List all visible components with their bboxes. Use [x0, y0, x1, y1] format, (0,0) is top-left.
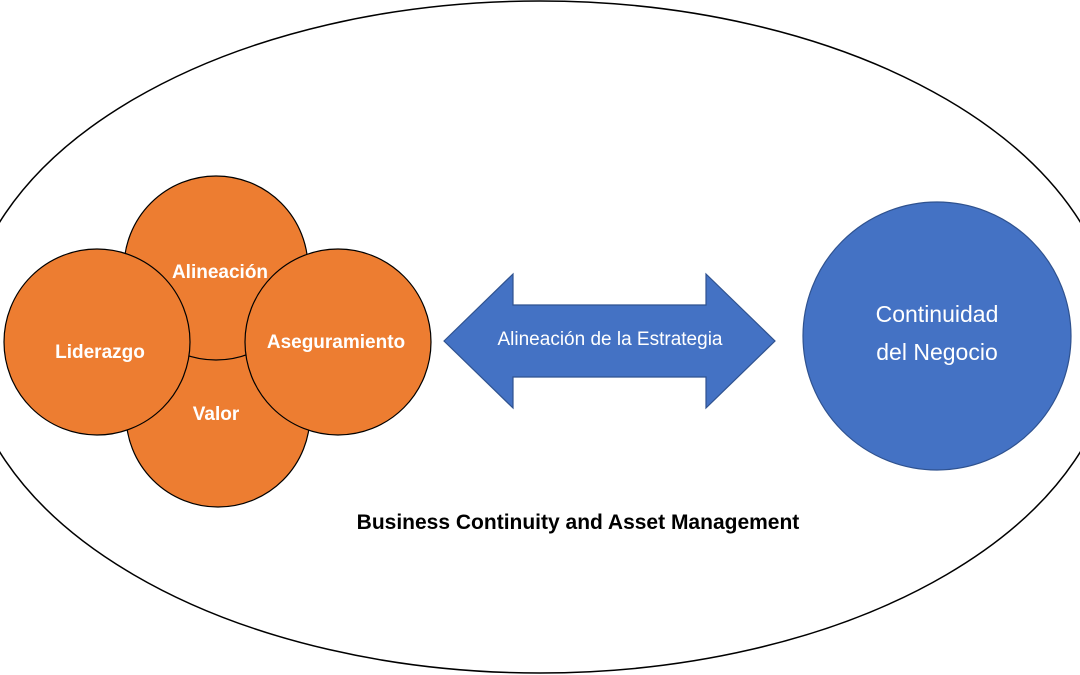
arrow-label: Alineación de la Estrategia — [498, 329, 723, 350]
continuity-circle — [802, 201, 1072, 471]
continuity-label-line2: del Negocio — [876, 339, 997, 365]
label-liderazgo: Liderazgo — [55, 342, 145, 363]
double-arrow: Alineación de la Estrategia — [443, 272, 776, 410]
circle-liderazgo — [3, 248, 191, 436]
label-alineacion: Alineación — [172, 262, 268, 283]
double-arrow-shape — [443, 272, 776, 410]
circle-aseguramiento — [244, 248, 432, 436]
diagram-caption: Business Continuity and Asset Management — [357, 511, 800, 534]
continuity-label-line1: Continuidad — [876, 301, 999, 327]
continuity-circle-group: Continuidad del Negocio — [802, 201, 1072, 471]
orange-circle-cluster: Alineación Liderazgo Aseguramiento Valor — [3, 175, 432, 508]
label-aseguramiento: Aseguramiento — [267, 332, 405, 353]
label-valor: Valor — [193, 404, 240, 425]
